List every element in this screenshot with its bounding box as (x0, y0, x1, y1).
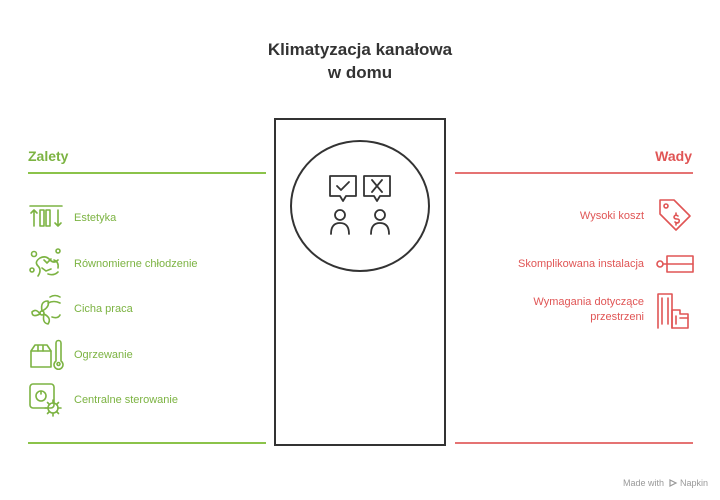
building-space-icon (657, 293, 689, 329)
pros-cons-people-icon (329, 175, 391, 235)
pros-item-label: Centralne sterowanie (74, 394, 178, 406)
footer-brand: Napkin (679, 478, 708, 488)
pros-heading: Zalety (28, 148, 69, 164)
cons-item-label-line2: przestrzeni (590, 311, 644, 323)
cons-heading: Wady (655, 148, 692, 164)
pros-bottom-divider (28, 442, 266, 444)
duct-pipe-icon (656, 255, 694, 273)
footer-text: Made with (622, 478, 664, 488)
pros-item-cicha-praca: Cicha praca (28, 291, 133, 327)
title-line-2: w domu (327, 63, 393, 82)
pros-item-label: Cicha praca (74, 303, 133, 315)
cons-item-label: Skomplikowana instalacja (518, 258, 644, 270)
pros-item-label: Estetyka (74, 212, 117, 224)
central-control-icon (29, 383, 62, 417)
diagram-title: Klimatyzacja kanałowa w domu (0, 38, 720, 84)
pros-item-chlodzenie: Równomierne chłodzenie (28, 246, 198, 282)
pros-item-label: Ogrzewanie (74, 349, 133, 361)
napkin-logo-icon (669, 479, 678, 487)
quiet-fan-icon (31, 294, 61, 325)
price-tag-icon (659, 199, 691, 231)
footer-credit: Made with Napkin (623, 478, 708, 488)
pros-item-ogrzewanie: Ogrzewanie (28, 337, 133, 373)
cons-item-label: Wymagania dotyczące przestrzeni (533, 295, 644, 325)
pros-item-label: Równomierne chłodzenie (74, 258, 198, 270)
cons-top-divider (455, 172, 693, 174)
cons-item-koszt: Wysoki koszt (580, 196, 694, 236)
pros-item-sterowanie: Centralne sterowanie (28, 382, 178, 418)
heater-thermometer-icon (30, 339, 64, 370)
pros-top-divider (28, 172, 266, 174)
cons-item-label-line1: Wymagania dotyczące (533, 296, 644, 308)
pros-item-estetyka: Estetyka (28, 200, 116, 236)
center-panel (274, 118, 446, 446)
snowflake-flow-icon (29, 248, 61, 277)
center-circle (290, 140, 430, 272)
cons-item-przestrzen: Wymagania dotyczące przestrzeni (533, 290, 694, 330)
cons-item-label: Wysoki koszt (579, 210, 644, 222)
cons-bottom-divider (455, 442, 693, 444)
cons-item-instalacja: Skomplikowana instalacja (518, 244, 694, 284)
title-line-1: Klimatyzacja kanałowa (267, 40, 453, 59)
vent-arrows-icon (29, 205, 63, 227)
